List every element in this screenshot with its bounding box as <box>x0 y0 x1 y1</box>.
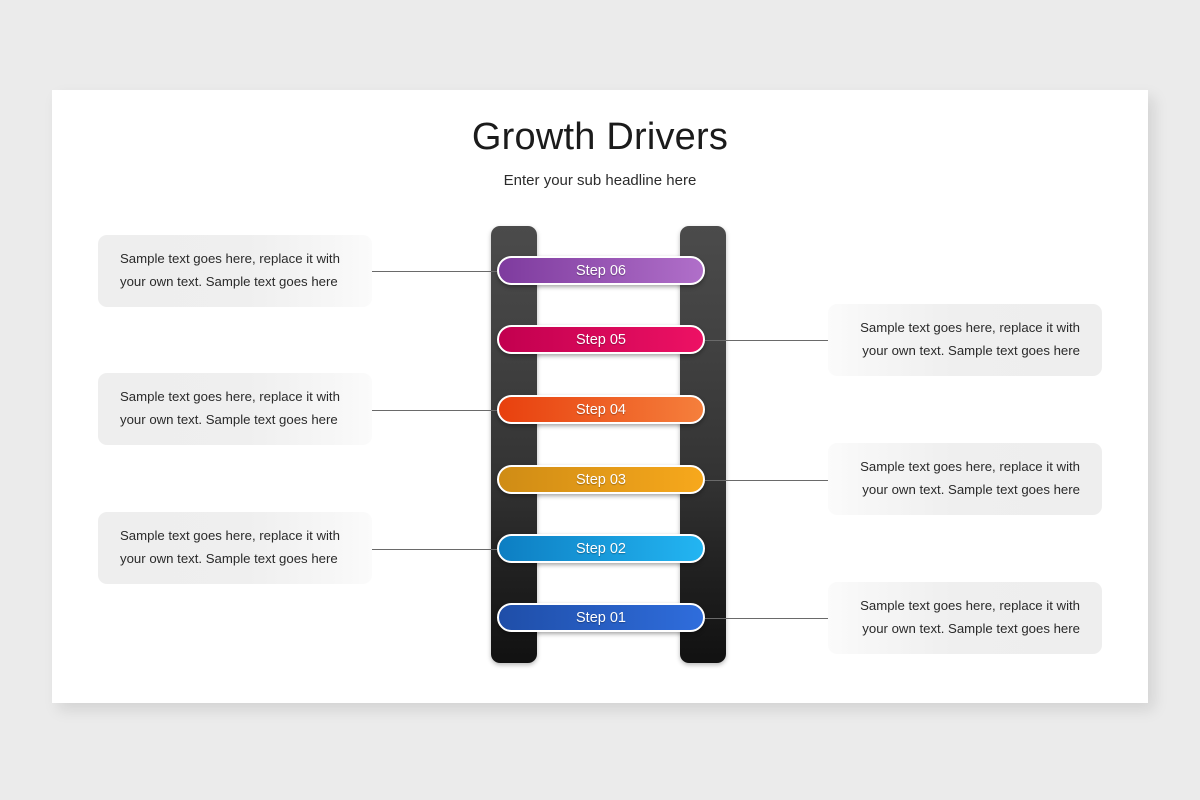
ladder-rung-step-01[interactable]: Step 01 <box>497 603 705 632</box>
ladder-diagram: Step 06 Sample text goes here, replace it… <box>52 90 1148 703</box>
ladder-rung-step-05[interactable]: Step 05 <box>497 325 705 354</box>
description-line: Sample text goes here, replace it with <box>860 320 1080 336</box>
description-line: Sample text goes here, replace it with <box>120 528 340 544</box>
slide-canvas: Growth Drivers Enter your sub headline h… <box>52 90 1148 703</box>
rung-label: Step 02 <box>576 540 626 557</box>
description-line: your own text. Sample text goes here <box>120 412 338 427</box>
description-box-step-03[interactable]: Sample text goes here, replace it with yo… <box>828 443 1102 515</box>
description-line: your own text. Sample text goes here <box>120 551 338 566</box>
ladder-rail-right <box>680 226 726 663</box>
connector-line <box>705 617 855 619</box>
page-title: Growth Drivers <box>471 116 729 158</box>
description-line: Sample text goes here, replace it with <box>120 389 340 405</box>
rung-label: Step 05 <box>576 331 626 348</box>
connector-line <box>347 270 497 272</box>
ladder-rung-step-04[interactable]: Step 04 <box>497 395 705 424</box>
description-box-step-05[interactable]: Sample text goes here, replace it with yo… <box>828 304 1102 376</box>
description-box-step-01[interactable]: Sample text goes here, replace it with yo… <box>828 582 1102 654</box>
rung-label: Step 01 <box>576 609 626 626</box>
connector-line <box>347 409 497 411</box>
connector-line <box>705 479 855 481</box>
ladder-rung-step-03[interactable]: Step 03 <box>497 465 705 494</box>
description-box-step-06[interactable]: Sample text goes here, replace it with yo… <box>98 235 372 307</box>
ladder-rung-step-06[interactable]: Step 06 <box>497 256 705 285</box>
rung-label: Step 03 <box>576 471 626 488</box>
description-line: your own text. Sample text goes here <box>862 343 1080 358</box>
ladder-rung-step-02[interactable]: Step 02 <box>497 534 705 563</box>
rung-label: Step 06 <box>576 262 626 279</box>
description-line: your own text. Sample text goes here <box>862 482 1080 497</box>
description-box-step-04[interactable]: Sample text goes here, replace it with yo… <box>98 373 372 445</box>
ladder-rail-left <box>491 226 537 663</box>
description-line: Sample text goes here, replace it with <box>860 459 1080 475</box>
connector-line <box>347 548 497 550</box>
description-box-step-02[interactable]: Sample text goes here, replace it with yo… <box>98 512 372 584</box>
description-line: your own text. Sample text goes here <box>862 621 1080 636</box>
description-line: Sample text goes here, replace it with <box>120 251 340 267</box>
page-subtitle: Enter your sub headline here <box>503 172 697 189</box>
connector-line <box>705 339 855 341</box>
description-line: your own text. Sample text goes here <box>120 274 338 289</box>
description-line: Sample text goes here, replace it with <box>860 598 1080 614</box>
rung-label: Step 04 <box>576 401 626 418</box>
